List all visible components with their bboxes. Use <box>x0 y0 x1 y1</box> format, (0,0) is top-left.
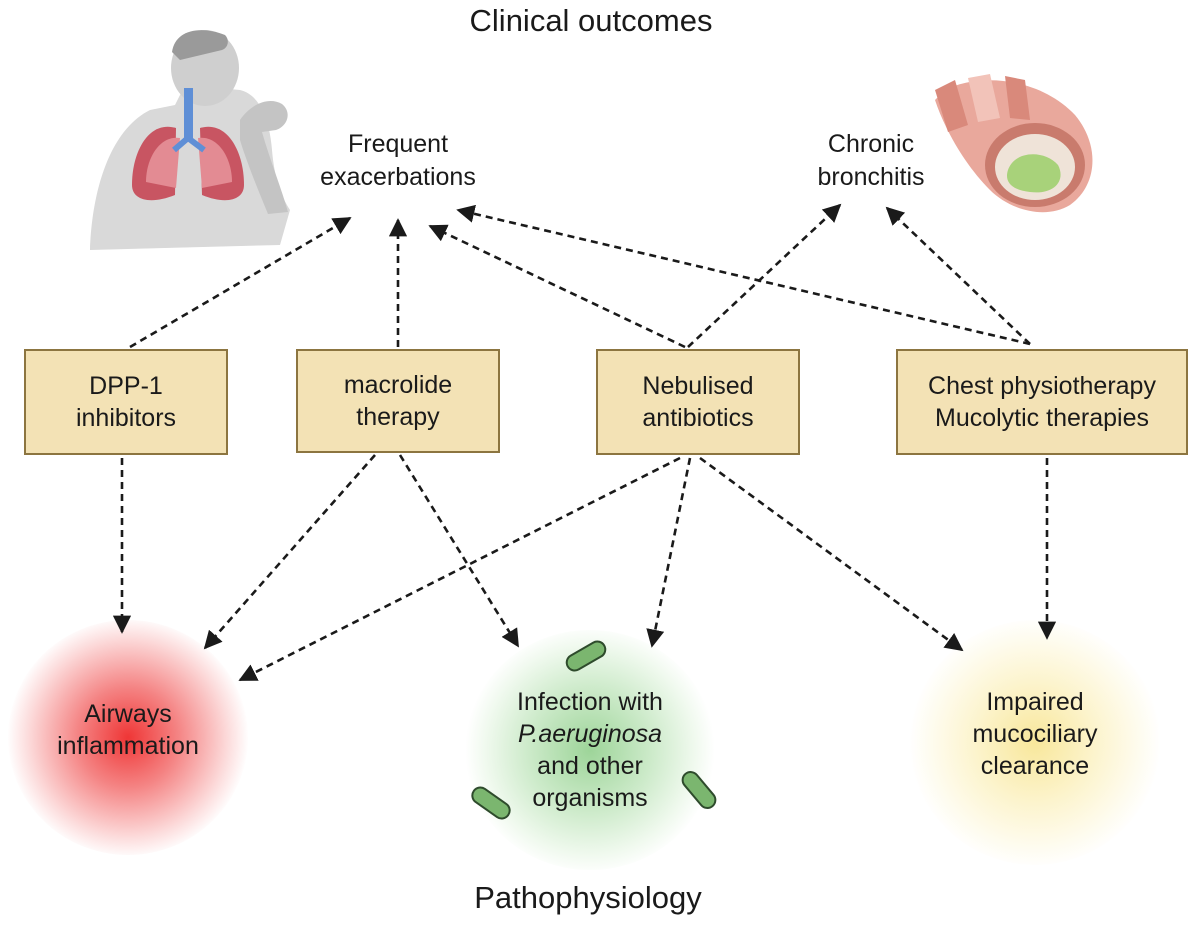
arrow-nebulised-to-exacerbations <box>428 224 686 349</box>
outcome-label-line: bronchitis <box>817 163 925 191</box>
patho-label-line: and other <box>537 752 643 780</box>
treatment-label-line: Nebulised <box>642 372 754 400</box>
treatment-label-line: DPP-1 <box>89 372 163 400</box>
treatment-label-line: therapy <box>356 403 440 431</box>
arrow-nebulised-to-bronchitis <box>687 203 842 348</box>
treatment-label-line: Chest physiotherapy <box>928 372 1156 400</box>
patho-label-line: clearance <box>980 752 1090 780</box>
patho-label-line: organisms <box>532 784 648 812</box>
treatment-label-line: antibiotics <box>642 404 754 432</box>
arrow-nebulised-to-infection <box>646 457 692 648</box>
treatment-label-line: Mucolytic therapies <box>935 404 1149 432</box>
treatment-label-line: macrolide <box>343 371 453 399</box>
patho-infection: Infection with P.aeruginosa and other or… <box>490 686 690 814</box>
arrow-macrolide-to-inflammation <box>203 454 376 650</box>
treatment-box-chest: Chest physiotherapy Mucolytic therapies <box>896 349 1188 455</box>
treatment-box-macrolide: macrolide therapy <box>296 349 500 453</box>
treatment-box-nebulised: Nebulised antibiotics <box>596 349 800 455</box>
outcome-chronic-bronchitis: Chronic bronchitis <box>741 128 1001 194</box>
patho-label-line-organism: P.aeruginosa <box>517 720 663 748</box>
outcome-label-line: Chronic <box>827 130 915 158</box>
patho-label-line: Airways <box>84 700 172 728</box>
bacteria-icon <box>471 640 717 820</box>
heading-clinical-outcomes: Clinical outcomes <box>469 3 713 38</box>
arrow-nebulised-to-inflammation <box>238 456 681 682</box>
mucociliary-glow <box>910 620 1160 865</box>
outcome-label-line: exacerbations <box>320 163 476 191</box>
coughing-person-lungs-illustration <box>90 30 290 250</box>
arrow-chest-to-exacerbations <box>456 204 1031 346</box>
bronchus-cross-section-illustration <box>935 74 1093 213</box>
patho-label-line: inflammation <box>57 732 199 760</box>
arrow-chest-to-bronchitis <box>885 206 1031 345</box>
patho-label-line: Impaired <box>986 688 1084 716</box>
patho-label-line: mucociliary <box>972 720 1098 748</box>
arrow-nebulised-to-mucociliary <box>699 456 964 652</box>
infection-glow <box>465 630 715 870</box>
patho-label-line: Infection with <box>517 688 663 716</box>
arrow-dpp1-to-exacerbations <box>129 216 352 349</box>
treatment-label-line: inhibitors <box>75 404 177 432</box>
outcome-label-line: Frequent <box>347 130 449 158</box>
outcome-frequent-exacerbations: Frequent exacerbations <box>268 128 528 194</box>
patho-impaired-mucociliary: Impaired mucociliary clearance <box>940 686 1130 782</box>
patho-airways-inflammation: Airways inflammation <box>48 698 208 762</box>
inflammation-glow <box>8 620 248 855</box>
arrow-macrolide-to-infection <box>398 454 520 648</box>
heading-pathophysiology: Pathophysiology <box>474 880 702 915</box>
treatment-box-dpp1: DPP-1 inhibitors <box>24 349 228 455</box>
